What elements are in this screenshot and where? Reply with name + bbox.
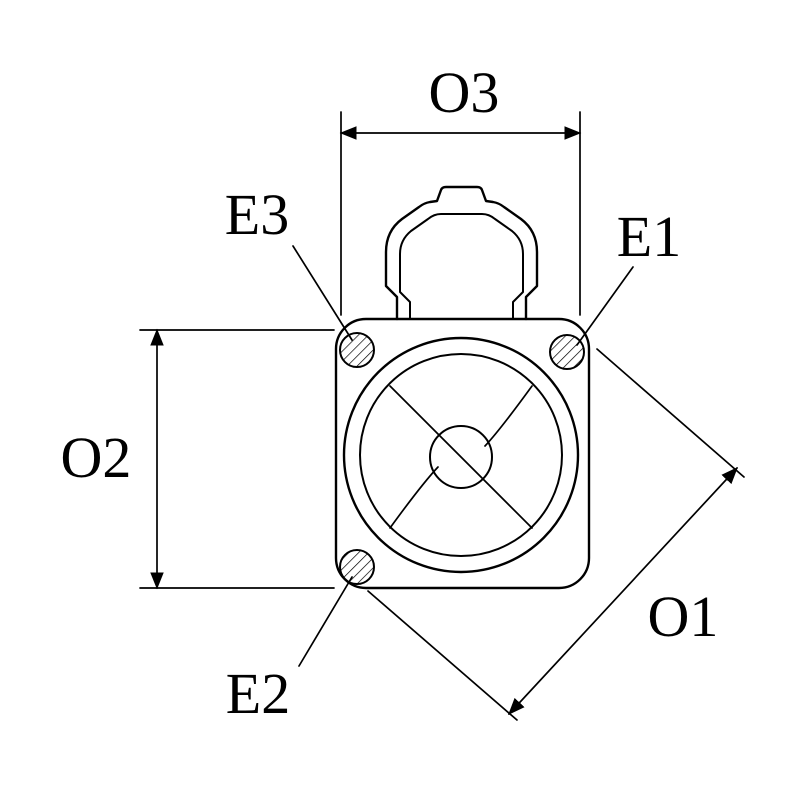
shaft-center-circle (429, 425, 493, 489)
bolt-hole-bottom-left (339, 549, 375, 585)
dimension-o2-group: O2 (61, 328, 335, 590)
callout-e2-leader-line (298, 576, 353, 667)
label-e2: E2 (226, 661, 290, 726)
dimension-o1-group: O1 (367, 348, 745, 721)
pilot-circle-outer (342, 336, 580, 574)
flange-plate (334, 317, 591, 590)
callout-e1-group: E1 (576, 204, 681, 346)
callout-e1-leader-line (576, 266, 634, 346)
label-e1: E1 (617, 204, 681, 269)
top-protrusion-inner-contour (399, 213, 524, 320)
bolt-hole-top-left (339, 332, 375, 368)
curved-lever-line-lower (389, 466, 439, 529)
callout-e3-leader-line (292, 245, 353, 341)
label-o2: O2 (61, 425, 132, 490)
dimension-o1-extension-upper (596, 348, 745, 478)
cross-diagonal-line (389, 385, 533, 529)
curved-lever-line-upper (484, 385, 533, 447)
dimension-o1-extension-lower (367, 590, 518, 721)
label-o3: O3 (429, 60, 500, 125)
flange-plate-group (334, 185, 591, 590)
dimension-o1-line (508, 467, 738, 715)
callout-e3-group: E3 (225, 182, 353, 341)
callout-e2-group: E2 (226, 576, 353, 726)
label-o1: O1 (648, 584, 719, 649)
dimension-o3-group: O3 (339, 60, 582, 316)
bolt-hole-top-right (549, 334, 585, 370)
label-e3: E3 (225, 182, 289, 247)
pilot-circle-inner (359, 353, 563, 557)
top-protrusion-outer-contour (384, 185, 539, 321)
